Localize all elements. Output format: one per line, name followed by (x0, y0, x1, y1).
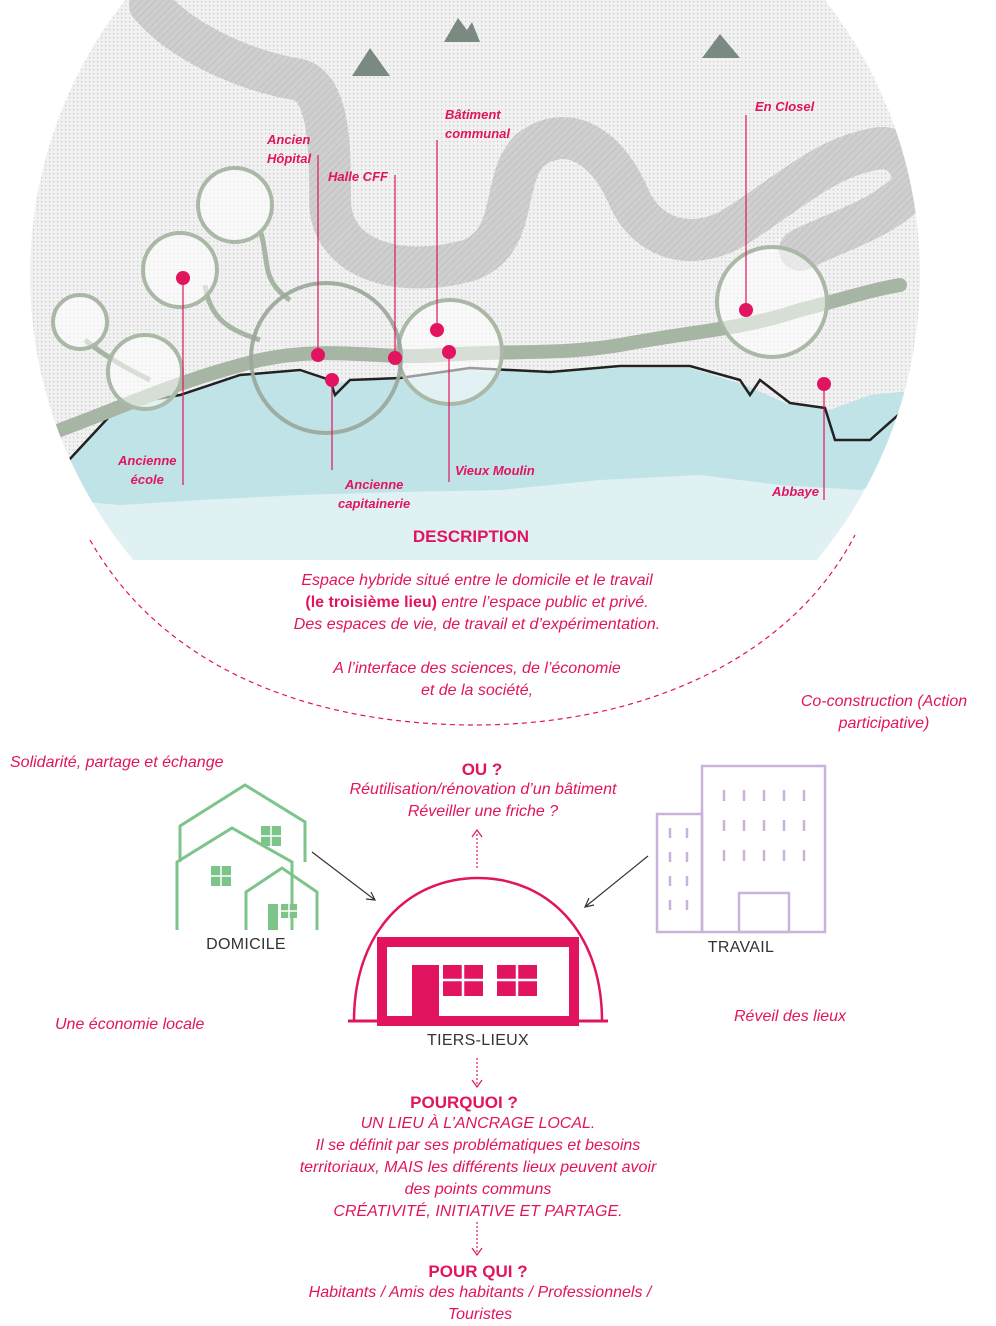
pourquoi-text: UN LIEU À L’ANCRAGE LOCAL. Il se définit… (299, 1115, 657, 1220)
river (129, 0, 920, 289)
label-abbaye: Abbaye (772, 484, 819, 499)
pourquoi-heading: POURQUOI ? (410, 1093, 518, 1112)
travail-icon (655, 764, 827, 934)
site-marker (817, 377, 831, 391)
site-circle (51, 293, 109, 351)
note-solidarite: Solidarité, partage et échange (10, 754, 224, 771)
label-halle-cff: Halle CFF (328, 169, 388, 184)
site-marker (430, 323, 444, 337)
site-circle (141, 231, 219, 309)
site-marker (176, 271, 190, 285)
dashed-boundary (89, 534, 856, 726)
note-economie-locale: Une économie locale (55, 1016, 205, 1033)
arrow-travail (584, 855, 649, 908)
pour-qui-heading: POUR QUI ? (428, 1262, 528, 1281)
description-text: Espace hybride situé entre le domicile e… (293, 572, 661, 699)
label-en-closel: En Closel (755, 99, 815, 114)
arrow-domicile (311, 851, 376, 901)
note-reveil-des-lieux: Réveil des lieux (734, 1008, 847, 1025)
site-marker (442, 345, 456, 359)
site-marker (388, 351, 402, 365)
note-co-construction: Co-construction (Action participative) (800, 693, 968, 732)
caption-tiers-lieux: TIERS-LIEUX (427, 1032, 529, 1049)
mountain-icon (444, 18, 480, 42)
mountain-icon (352, 48, 390, 76)
ou-text: Réutilisation/rénovation d’un bâtiment R… (349, 781, 617, 820)
site-circle (715, 245, 829, 359)
tiers-lieux-icon (352, 876, 604, 1022)
description-heading: DESCRIPTION (412, 527, 530, 546)
label-vieux-moulin: Vieux Moulin (455, 463, 535, 478)
site-circle (106, 333, 184, 411)
site-marker (311, 348, 325, 362)
pour-qui-text: Habitants / Amis des habitants / Profess… (308, 1284, 652, 1323)
ou-heading: OU ? (461, 760, 503, 779)
branch-road (257, 229, 292, 303)
caption-domicile: DOMICILE (206, 936, 286, 953)
domicile-icon (175, 783, 319, 930)
caption-travail: TRAVAIL (707, 939, 775, 956)
site-marker (325, 373, 339, 387)
site-marker (739, 303, 753, 317)
site-circle (196, 166, 274, 244)
shoreline (54, 364, 916, 476)
mountain-icon (702, 34, 740, 58)
